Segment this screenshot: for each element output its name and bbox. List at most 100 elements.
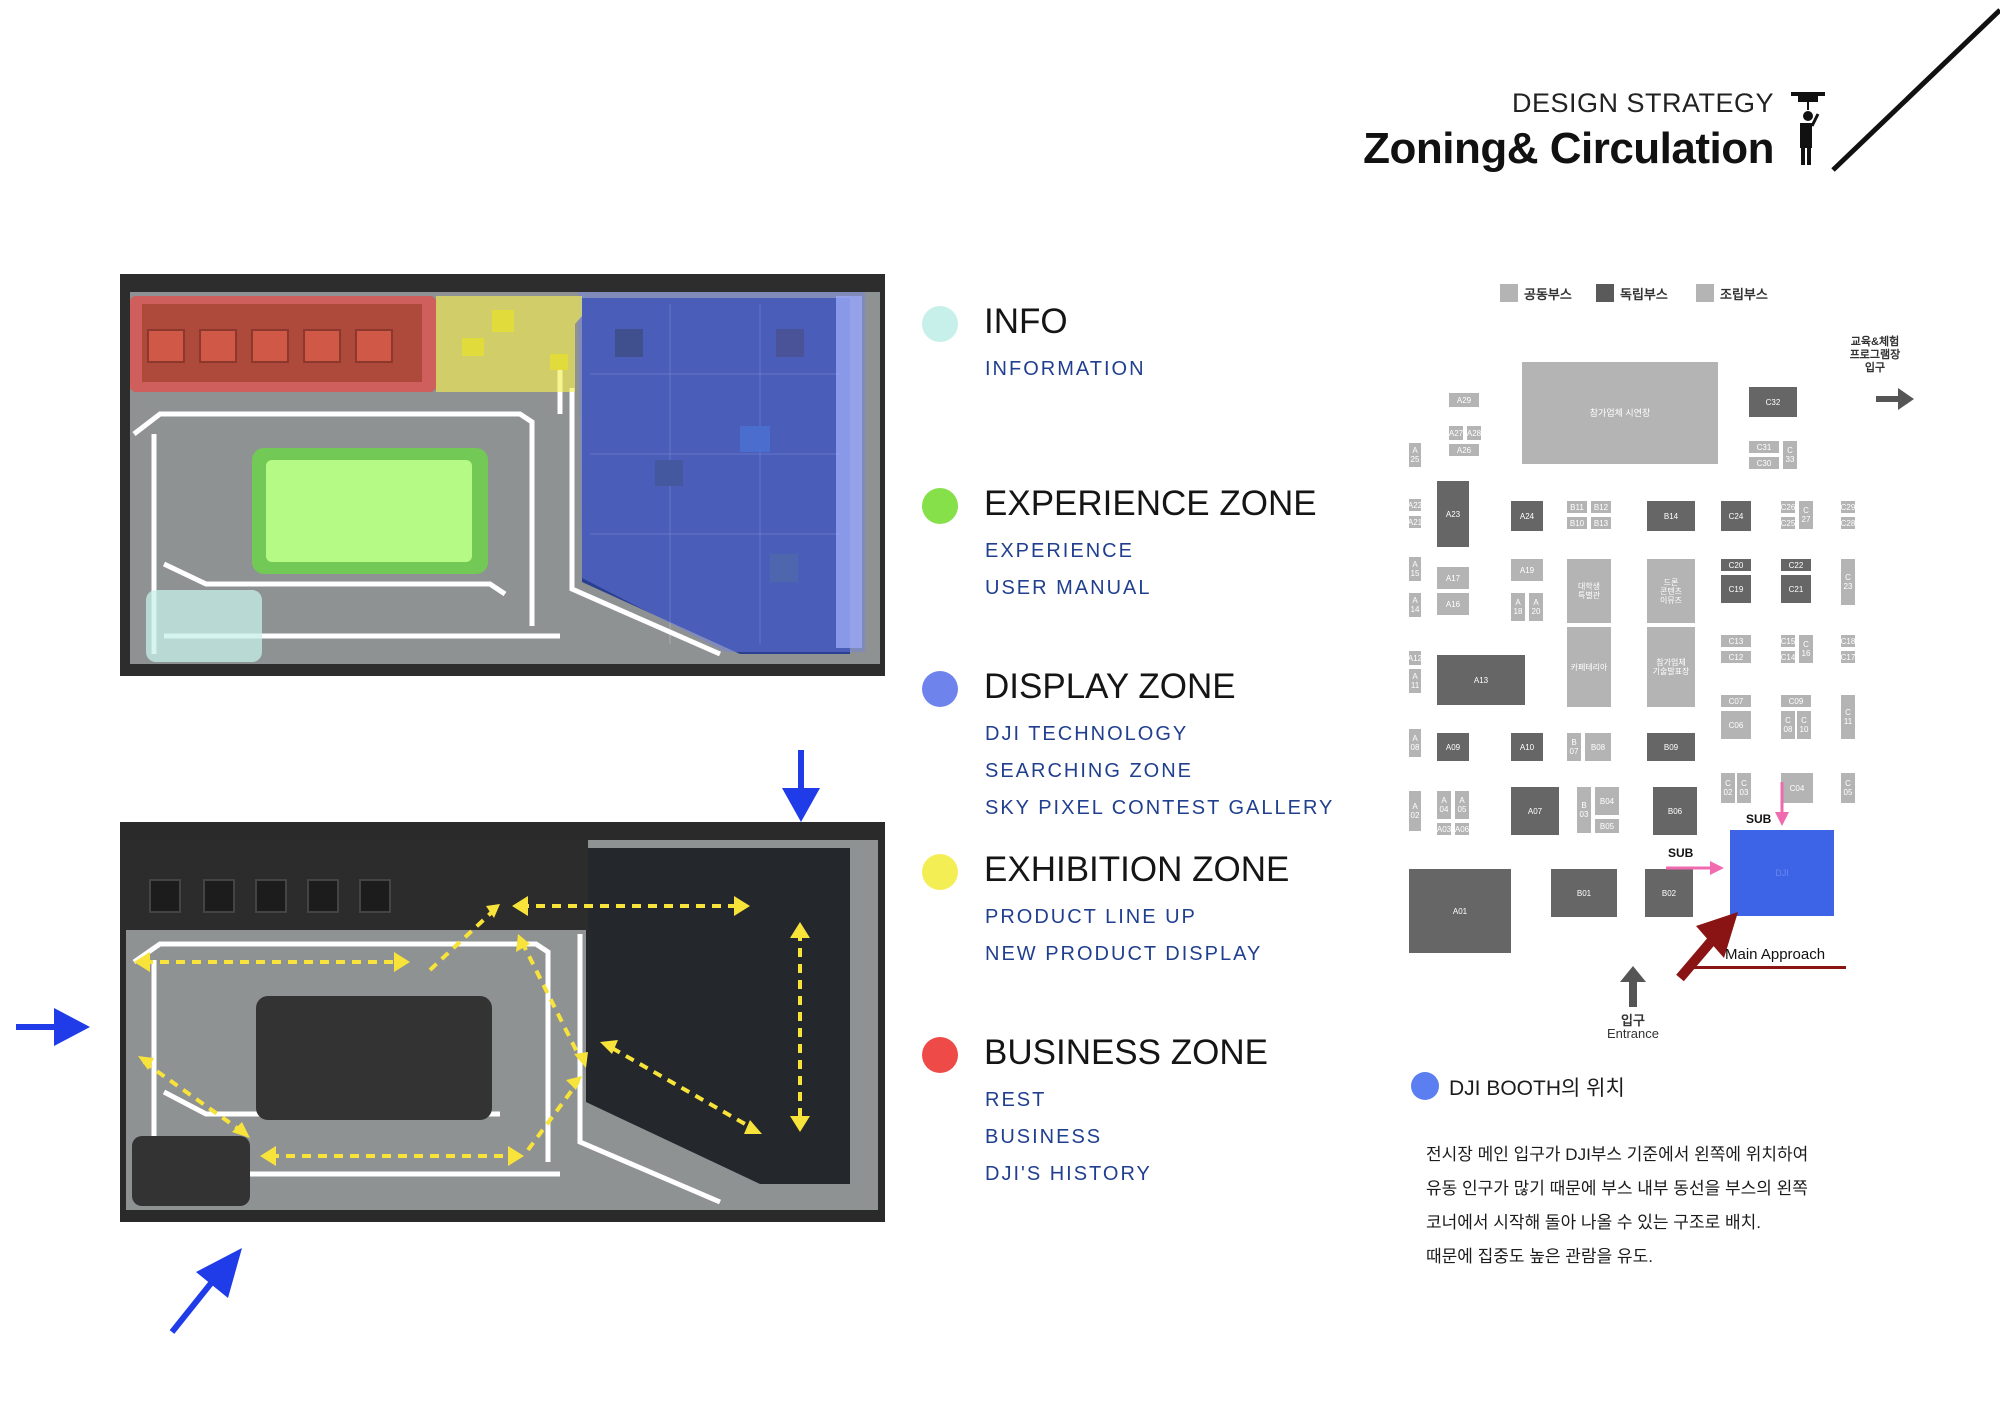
booth-a21: A21 (1408, 515, 1422, 529)
booth-c32: C32 (1748, 386, 1798, 418)
booth-a09: A09 (1436, 732, 1470, 762)
booth-a03: A03 (1436, 822, 1452, 836)
booth-a01: A01 (1408, 868, 1512, 954)
booth-label: B08 (1590, 742, 1606, 752)
main-approach-underline (1686, 966, 1846, 969)
booth-a23: A23 (1436, 480, 1470, 548)
circulation-floor-plan (120, 822, 885, 1222)
corner-diagonal-line (1831, 8, 2000, 172)
info-dot (922, 306, 958, 342)
booth-a27: A27 (1448, 425, 1464, 441)
booth-label: C 02 (1723, 779, 1733, 797)
circulation-flow-arrows (142, 904, 802, 1158)
booth-a28: A28 (1466, 425, 1482, 441)
booth-label: C12 (1728, 652, 1744, 662)
booth-c26: C26 (1780, 500, 1796, 514)
booth-label: A16 (1445, 599, 1461, 609)
booth-label: A 20 (1531, 598, 1541, 616)
legend-swatch-assembly (1696, 284, 1714, 302)
booth-a29: A29 (1448, 392, 1480, 408)
booth-c17: C17 (1840, 650, 1856, 664)
booth-a22: A22 (1408, 498, 1422, 512)
demo-hall: 참가업체 시연장 (1522, 362, 1718, 464)
booth-label: A 25 (1410, 446, 1420, 464)
booth-label: A03 (1436, 824, 1452, 834)
zone-item: SEARCHING ZONE (985, 760, 1194, 782)
booth-label: A 02 (1410, 802, 1420, 820)
booth-b12: B12 (1590, 500, 1612, 514)
zone-item: USER MANUAL (985, 577, 1152, 599)
main-approach-arrow (1676, 912, 1738, 982)
booth-a18: A 18 (1510, 592, 1526, 622)
booth-label: A 04 (1439, 796, 1449, 814)
booth-label: A12 (1407, 653, 1423, 663)
booth-label: B02 (1661, 888, 1677, 898)
booth-a05: A 05 (1454, 790, 1470, 820)
booth-b02: B02 (1644, 868, 1694, 918)
entrance-arrow (1620, 966, 1646, 1007)
booth-label: 대학생 특별관 (1577, 582, 1601, 600)
sub-arrow-left (1666, 861, 1724, 875)
booth-b14: B14 (1646, 500, 1696, 532)
booth-label: A 11 (1410, 672, 1420, 690)
note-line: 유동 인구가 많기 때문에 부스 내부 동선을 부스의 왼쪽 (1426, 1179, 1808, 1198)
booth-label: B06 (1667, 806, 1683, 816)
booth-c18: C18 (1840, 634, 1856, 648)
booth-a26: A26 (1448, 443, 1480, 457)
exhibition-zone-area (436, 296, 582, 392)
booth-label: C22 (1788, 560, 1804, 570)
booth-c05: C 05 (1840, 772, 1856, 804)
note-line: 코너에서 시작해 돌아 나올 수 있는 구조로 배치. (1426, 1213, 1761, 1232)
booth-label: C06 (1728, 720, 1744, 730)
booth-label: B09 (1663, 742, 1679, 752)
booth-c11: C 11 (1840, 694, 1856, 740)
booth-label: C19 (1728, 584, 1744, 594)
zone-name: INFO (984, 302, 1068, 341)
zone-item: NEW PRODUCT DISPLAY (985, 943, 1263, 965)
left-entrance-arrow (16, 1008, 90, 1046)
zone-name: EXPERIENCE ZONE (984, 484, 1317, 523)
booth-c20: C20 (1720, 558, 1752, 572)
booth-label: C26 (1780, 502, 1796, 512)
sub-label-top: SUB (1746, 812, 1772, 826)
booth-c30: C30 (1748, 456, 1780, 470)
booth-label: B13 (1593, 518, 1609, 528)
booth-label: A26 (1456, 445, 1472, 455)
booth-label: A 18 (1513, 598, 1523, 616)
booth-c09: C09 (1780, 694, 1812, 708)
booth-a15: A 15 (1408, 556, 1422, 582)
booth-a14: A 14 (1408, 592, 1422, 618)
booth-label: C18 (1840, 636, 1856, 646)
booth-label: C 23 (1843, 573, 1853, 591)
booth-label: A21 (1407, 517, 1423, 527)
dji-booth: DJI (1730, 830, 1834, 916)
program-entrance-label: 교육&체험 프로그램장 입구 (1849, 336, 1901, 374)
booth-label: C07 (1728, 696, 1744, 706)
demo-hall-label: 참가업체 시연장 (1589, 408, 1651, 418)
booth-label: B 03 (1579, 801, 1589, 819)
booth-a02: A 02 (1408, 790, 1422, 832)
booth-a13: A13 (1436, 654, 1526, 706)
booth-label: 드론 콘텐츠 이뮤즈 (1659, 577, 1683, 605)
booth-label: B05 (1599, 821, 1615, 831)
booth-label: A07 (1527, 806, 1543, 816)
booth-label: A 14 (1410, 596, 1420, 614)
legend-label: 독립부스 (1620, 287, 1668, 302)
zone-item: DJI'S HISTORY (985, 1163, 1152, 1185)
booth-label: B 07 (1569, 738, 1579, 756)
booth-c29: C29 (1840, 500, 1856, 514)
legend-label: 공동부스 (1524, 287, 1572, 302)
legend-label: 조립부스 (1720, 287, 1768, 302)
booth-label: C25 (1780, 518, 1796, 528)
booth-b11: B11 (1566, 500, 1588, 514)
booth-label: A23 (1445, 509, 1461, 519)
header-title: Zoning& Circulation (1363, 124, 1774, 173)
main-approach-label: Main Approach (1725, 946, 1826, 963)
booth-label: B01 (1576, 888, 1592, 898)
booth-label: C17 (1840, 652, 1856, 662)
booth-label: B04 (1599, 796, 1615, 806)
booth-c02: C 02 (1720, 772, 1736, 804)
booth-label: C 27 (1801, 506, 1811, 524)
booth-a04: A 04 (1436, 790, 1452, 820)
